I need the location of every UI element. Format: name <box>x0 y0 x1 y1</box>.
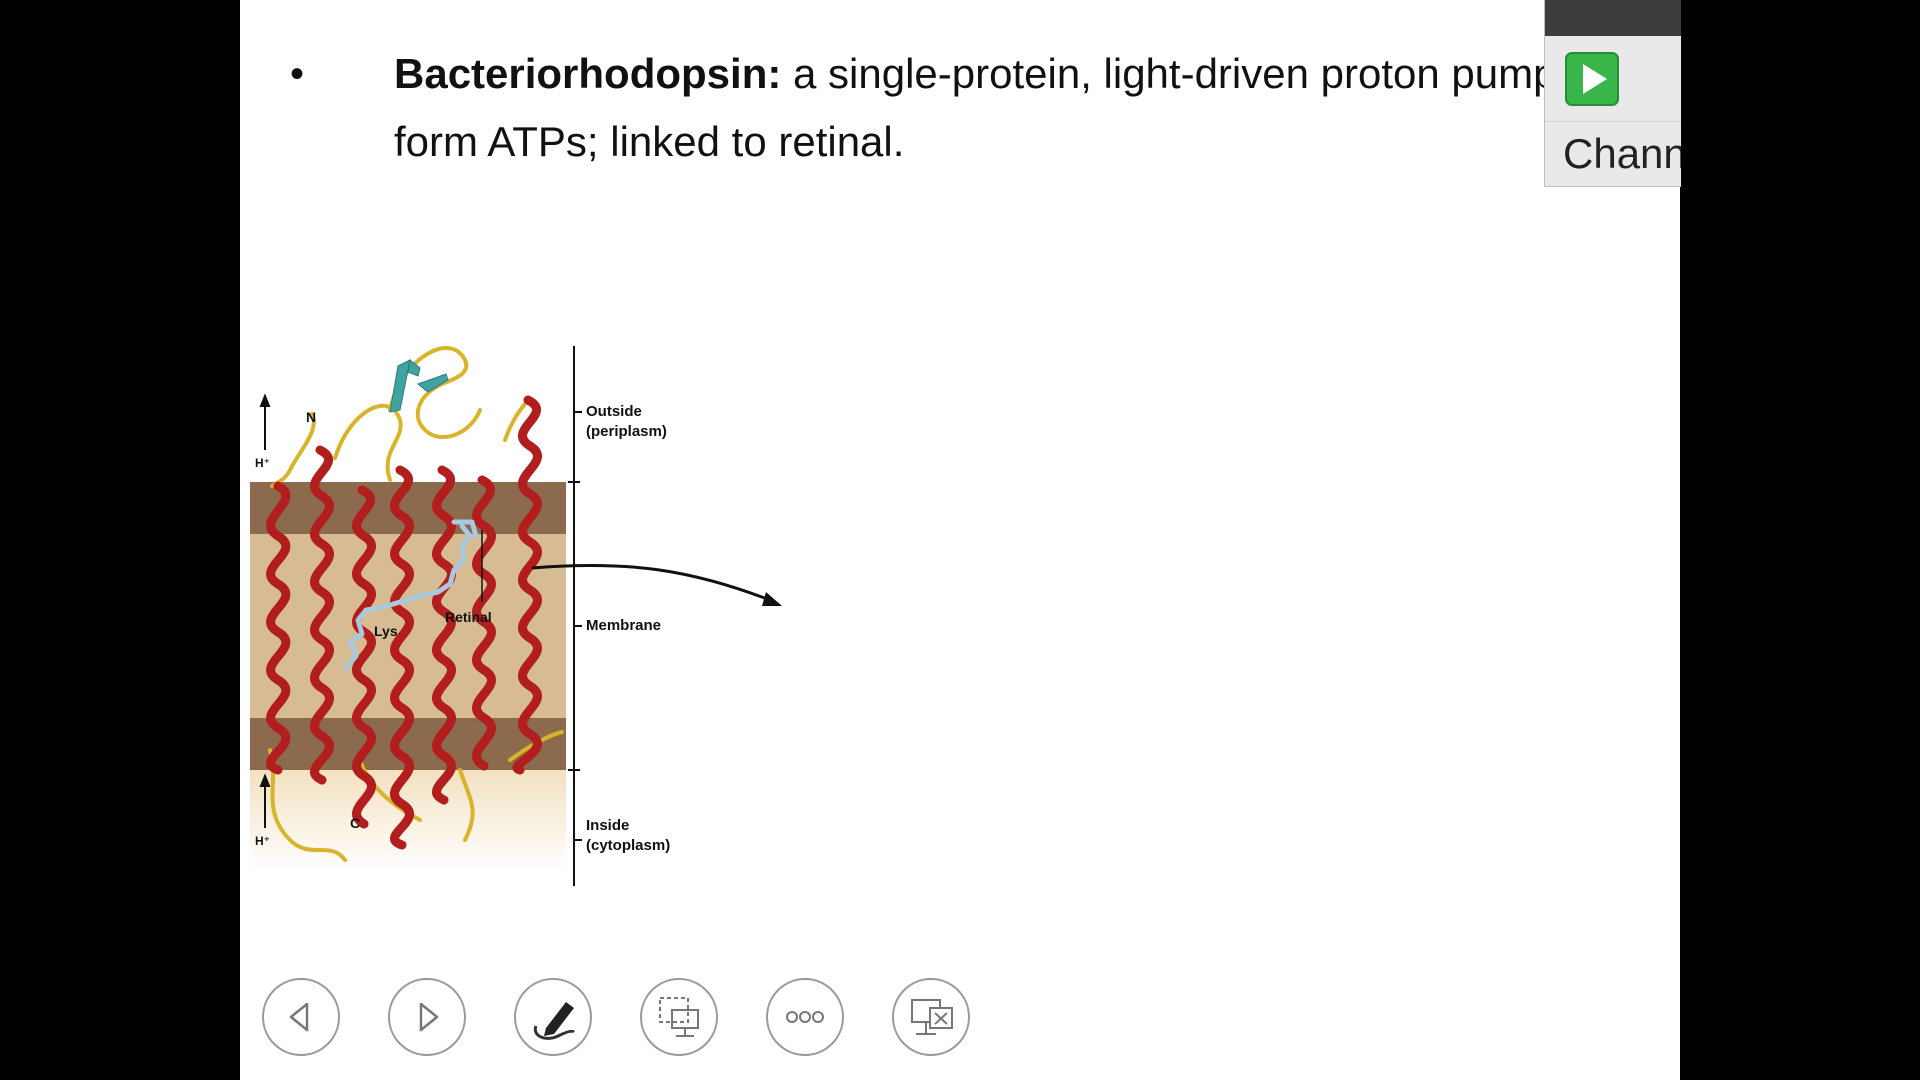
bacteriorhodopsin-illustration <box>250 346 782 886</box>
more-options-button[interactable] <box>766 978 844 1056</box>
overlay-title-bar[interactable] <box>1545 0 1681 36</box>
previous-slide-button[interactable] <box>262 978 340 1056</box>
overlay-window[interactable]: Chann <box>1544 0 1681 187</box>
beta-sheet <box>389 359 449 413</box>
pen-icon <box>533 1002 576 1040</box>
label-proton-bottom: H⁺ <box>255 834 270 848</box>
more-icon <box>786 1011 824 1023</box>
protein-helices <box>266 395 542 850</box>
label-lys: Lys <box>374 623 398 639</box>
curved-arrow-head <box>762 592 782 606</box>
play-button[interactable] <box>1565 52 1619 106</box>
channel-label[interactable]: Chann <box>1563 130 1681 177</box>
bullet-symbol: • <box>290 52 305 96</box>
label-inside: Inside <box>586 817 630 834</box>
label-membrane: Membrane <box>586 617 662 634</box>
proton-arrows <box>259 393 271 828</box>
label-proton-top: H⁺ <box>255 456 270 470</box>
see-all-slides-button[interactable] <box>640 978 718 1056</box>
label-retinal: Retinal <box>445 609 492 625</box>
label-periplasm: (periplasm) <box>586 423 667 440</box>
label-cytoplasm: (cytoplasm) <box>586 837 671 854</box>
next-slide-button[interactable] <box>388 978 466 1056</box>
region-scale <box>568 346 582 886</box>
curved-arrow <box>531 563 771 602</box>
retinal-molecule <box>343 519 479 671</box>
slides-icon <box>659 997 699 1037</box>
bacteriorhodopsin-figure: Outside (periplasm) Membrane Inside (cyt… <box>250 340 820 900</box>
arrow-right-icon <box>419 1002 439 1032</box>
pen-tool-button[interactable] <box>514 978 592 1056</box>
overlay-divider <box>1545 121 1681 122</box>
bullet-term: Bacteriorhodopsin: <box>394 50 782 97</box>
end-show-button[interactable] <box>892 978 970 1056</box>
bullet-text: Bacteriorhodopsin: a single-protein, lig… <box>394 40 1614 176</box>
end-show-icon <box>911 999 953 1035</box>
label-outside: Outside <box>586 403 642 420</box>
label-n-terminus: N <box>306 409 317 425</box>
arrow-left-icon <box>289 1002 309 1032</box>
label-c-terminus: C <box>350 815 361 831</box>
play-icon <box>1565 52 1619 106</box>
slide: • Bacteriorhodopsin: a single-protein, l… <box>240 0 1680 1080</box>
bullet-description: a single-protein, light-driven proton pu… <box>394 50 1604 165</box>
